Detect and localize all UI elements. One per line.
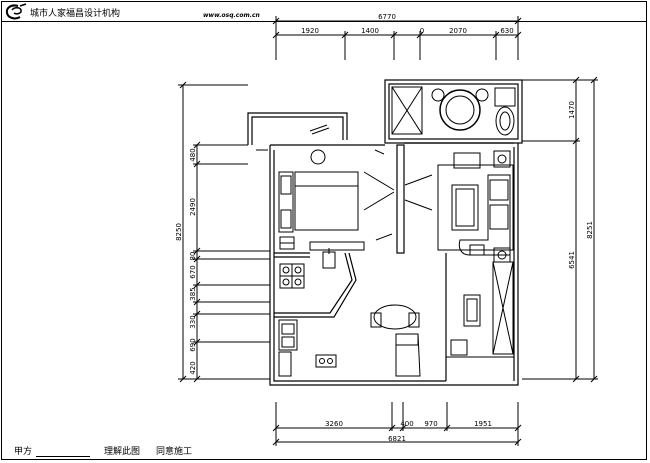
- living-furniture: [437, 150, 514, 263]
- top-seg-label: 2070: [449, 27, 467, 35]
- top-seg-label: 630: [500, 27, 513, 35]
- company-logo-icon: [5, 3, 27, 20]
- kitchen-fixtures: [278, 263, 305, 377]
- top-total-label: 6770: [378, 13, 396, 21]
- right-dimension-chain: [522, 76, 598, 383]
- company-website: www.osq.com.cn: [203, 12, 260, 19]
- bottom-seg-label: 970: [424, 420, 437, 428]
- left-total-label: 8250: [175, 223, 183, 241]
- bottom-seg-label: 400: [400, 420, 413, 428]
- bedroom-furniture: [278, 149, 433, 269]
- bottom-dimension-chain: [272, 402, 522, 446]
- top-seg-label: 1400: [361, 27, 379, 35]
- left-seg-label: 330: [189, 315, 197, 328]
- right-total-label: 8251: [586, 221, 594, 239]
- top-seg-label: 1920: [301, 27, 319, 35]
- confirm-label: 理解此图: [104, 447, 141, 457]
- company-name: 城市人家福昌设计机构: [30, 9, 121, 19]
- left-seg-label: 2490: [189, 198, 197, 216]
- bottom-total-label: 6821: [388, 435, 406, 443]
- left-seg-label: 480: [189, 148, 197, 161]
- bottom-seg-label: 1951: [474, 420, 492, 428]
- right-seg-label: 6541: [568, 251, 576, 269]
- corridor-storage: [446, 261, 514, 358]
- left-seg-label: 80: [189, 252, 197, 261]
- balcony-items: [256, 124, 330, 165]
- bottom-seg-label: 3260: [325, 420, 343, 428]
- dining-furniture: [315, 304, 421, 377]
- agree-label: 同意施工: [156, 447, 193, 457]
- left-seg-label: 420: [189, 361, 197, 374]
- left-seg-label: 385: [189, 287, 197, 300]
- bathroom-fixtures: [391, 86, 516, 136]
- top-dimension-chain: [272, 16, 522, 60]
- right-seg-label: 1470: [568, 101, 576, 119]
- left-seg-label: 690: [189, 338, 197, 351]
- party-a-signature-line: [36, 456, 90, 457]
- left-seg-label: 670: [189, 265, 197, 278]
- left-dimension-chain: [178, 81, 270, 383]
- party-a-label: 甲方: [14, 447, 33, 457]
- walls: [247, 79, 523, 386]
- top-seg-label: 0: [420, 27, 424, 35]
- dimension-labels: 6770 1920 1400 0 2070 630 3260 400 970 1…: [175, 13, 594, 443]
